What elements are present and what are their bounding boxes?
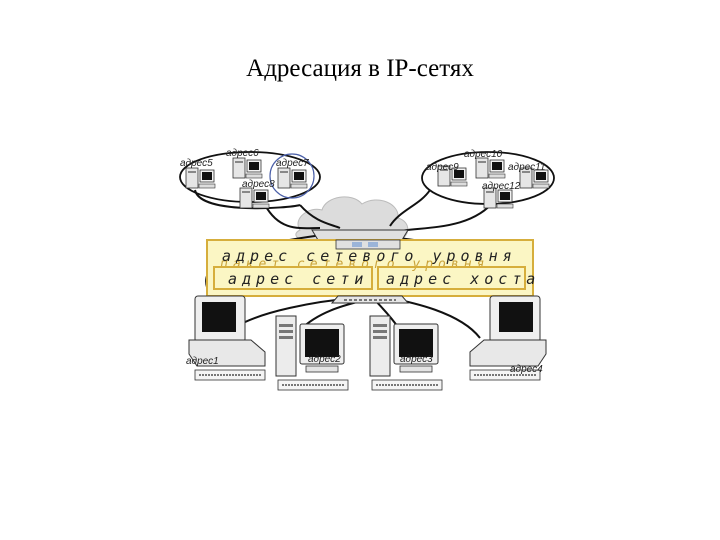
address-banner: пакет сетевого уровня адрес сетевого уро… bbox=[206, 239, 540, 297]
node-label: адрес6 bbox=[226, 148, 259, 159]
router bbox=[311, 229, 409, 241]
computer-icon bbox=[275, 315, 349, 391]
highlight-circle bbox=[269, 153, 315, 199]
node-label: адрес3 bbox=[400, 354, 433, 365]
packet-label: пакет сетевого уровня bbox=[220, 257, 489, 272]
node-label: адрес8 bbox=[242, 179, 275, 190]
computer-icon bbox=[239, 187, 270, 209]
computer-icon bbox=[475, 157, 506, 179]
computer-icon bbox=[185, 167, 216, 189]
node-label: адрес11 bbox=[508, 162, 545, 173]
computer-icon bbox=[369, 315, 443, 391]
computer-icon bbox=[188, 295, 266, 381]
network-address-label: адрес сети bbox=[228, 270, 368, 288]
node-label: адрес5 bbox=[180, 158, 213, 169]
node-label: адрес12 bbox=[482, 181, 521, 192]
hub bbox=[330, 295, 410, 304]
computer-icon bbox=[232, 157, 263, 179]
host-address-label: адрес хоста bbox=[386, 270, 540, 288]
page-title: Адресация в IP-сетях bbox=[246, 55, 474, 82]
node-label: адрес1 bbox=[186, 356, 219, 367]
node-label: адрес2 bbox=[308, 354, 341, 365]
node-label: адрес9 bbox=[426, 162, 459, 173]
node-label: адрес10 bbox=[464, 149, 503, 160]
network-layer-address-label: адрес сетевого уровня bbox=[222, 247, 517, 265]
node-label: адрес4 bbox=[510, 364, 543, 375]
node-label: адрес7 bbox=[276, 158, 309, 169]
computer-icon bbox=[277, 167, 308, 189]
